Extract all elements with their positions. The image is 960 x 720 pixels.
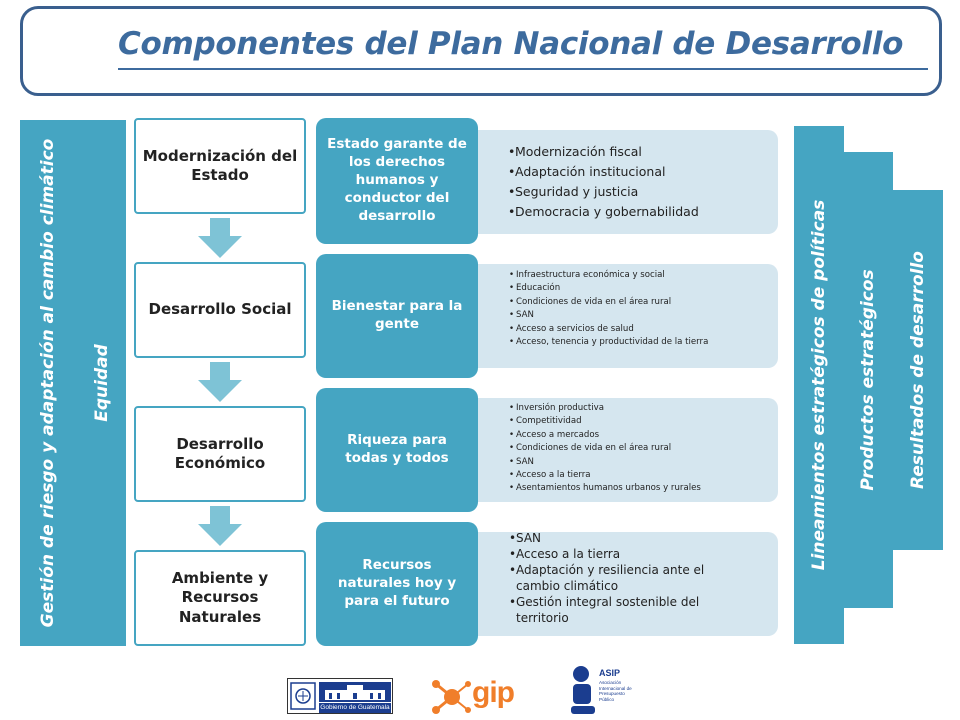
asip-subtitle: Asociación Internacional de Presupuesto … bbox=[599, 680, 632, 702]
list-item: Acceso a la tierra bbox=[509, 469, 701, 483]
list-item: Educación bbox=[509, 282, 708, 296]
asip-logo: ASIP Asociación Internacional de Presupu… bbox=[569, 664, 639, 718]
title-frame bbox=[20, 6, 942, 96]
list-item: Gestión integral sostenible del territor… bbox=[509, 594, 749, 626]
card-3-heading: Riqueza para todas y todos bbox=[316, 388, 478, 512]
list-item: SAN bbox=[509, 456, 701, 470]
gobierno-logo: Gobierno de Guatemala bbox=[287, 678, 393, 714]
card-4-list: SAN Acceso a la tierra Adaptación y resi… bbox=[509, 530, 749, 626]
title-underline bbox=[118, 68, 928, 70]
left-column-label-outer: Gestión de riesgo y adaptación al cambio… bbox=[38, 138, 58, 628]
card-2-list: Infraestructura económica y social Educa… bbox=[509, 269, 708, 350]
stage-desarrollo-economico: Desarrollo Económico bbox=[134, 406, 306, 502]
list-item: Democracia y gobernabilidad bbox=[508, 202, 699, 222]
card-3-list: Inversión productiva Competitividad Acce… bbox=[509, 402, 701, 496]
list-item: Acceso a mercados bbox=[509, 429, 701, 443]
right-column-label-3: Resultados de desarrollo bbox=[908, 251, 928, 489]
list-item: Asentamientos humanos urbanos y rurales bbox=[509, 482, 701, 496]
list-item: Seguridad y justicia bbox=[508, 182, 699, 202]
card-1-list: Modernización fiscal Adaptación instituc… bbox=[508, 142, 699, 222]
list-item: SAN bbox=[509, 309, 708, 323]
list-item: Infraestructura económica y social bbox=[509, 269, 708, 283]
stage-modernizacion: Modernización del Estado bbox=[134, 118, 306, 214]
right-column-bar-3 bbox=[893, 190, 943, 550]
list-item: Competitividad bbox=[509, 415, 701, 429]
right-column-label-2: Productos estratégicos bbox=[858, 269, 878, 491]
gobierno-name: Gobierno de Guatemala bbox=[319, 703, 391, 713]
left-column-label-inner: Equidad bbox=[92, 344, 112, 422]
left-column-bar bbox=[20, 120, 126, 646]
network-icon bbox=[432, 680, 471, 714]
asip-title: ASIP bbox=[599, 668, 621, 678]
down-arrow-icon bbox=[198, 506, 242, 546]
list-item: Adaptación y resiliencia ante el cambio … bbox=[509, 562, 749, 594]
list-item: Acceso a servicios de salud bbox=[509, 323, 708, 337]
card-4-heading: Recursos naturales hoy y para el futuro bbox=[316, 522, 478, 646]
palace-icon bbox=[319, 682, 391, 702]
list-item: Condiciones de vida en el área rural bbox=[509, 442, 701, 456]
right-column-bar-1 bbox=[794, 126, 844, 644]
list-item: Acceso a la tierra bbox=[509, 546, 749, 562]
card-1-heading: Estado garante de los derechos humanos y… bbox=[316, 118, 478, 244]
agip-logo: gip bbox=[430, 674, 530, 718]
right-column-bar-2 bbox=[843, 152, 893, 608]
card-2-heading: Bienestar para la gente bbox=[316, 254, 478, 378]
seal-icon bbox=[290, 682, 316, 710]
stage-ambiente: Ambiente y Recursos Naturales bbox=[134, 550, 306, 646]
list-item: Adaptación institucional bbox=[508, 162, 699, 182]
list-item: Inversión productiva bbox=[509, 402, 701, 416]
right-column-label-1: Lineamientos estratégicos de políticas bbox=[809, 199, 829, 571]
down-arrow-icon bbox=[198, 218, 242, 258]
asip-figure-icon bbox=[571, 666, 595, 714]
list-item: Modernización fiscal bbox=[508, 142, 699, 162]
page-title: Componentes del Plan Nacional de Desarro… bbox=[118, 26, 904, 62]
list-item: Condiciones de vida en el área rural bbox=[509, 296, 708, 310]
stage-desarrollo-social: Desarrollo Social bbox=[134, 262, 306, 358]
list-item: Acceso, tenencia y productividad de la t… bbox=[509, 336, 708, 350]
list-item: SAN bbox=[509, 530, 749, 546]
agip-wordmark: gip bbox=[472, 676, 515, 709]
down-arrow-icon bbox=[198, 362, 242, 402]
